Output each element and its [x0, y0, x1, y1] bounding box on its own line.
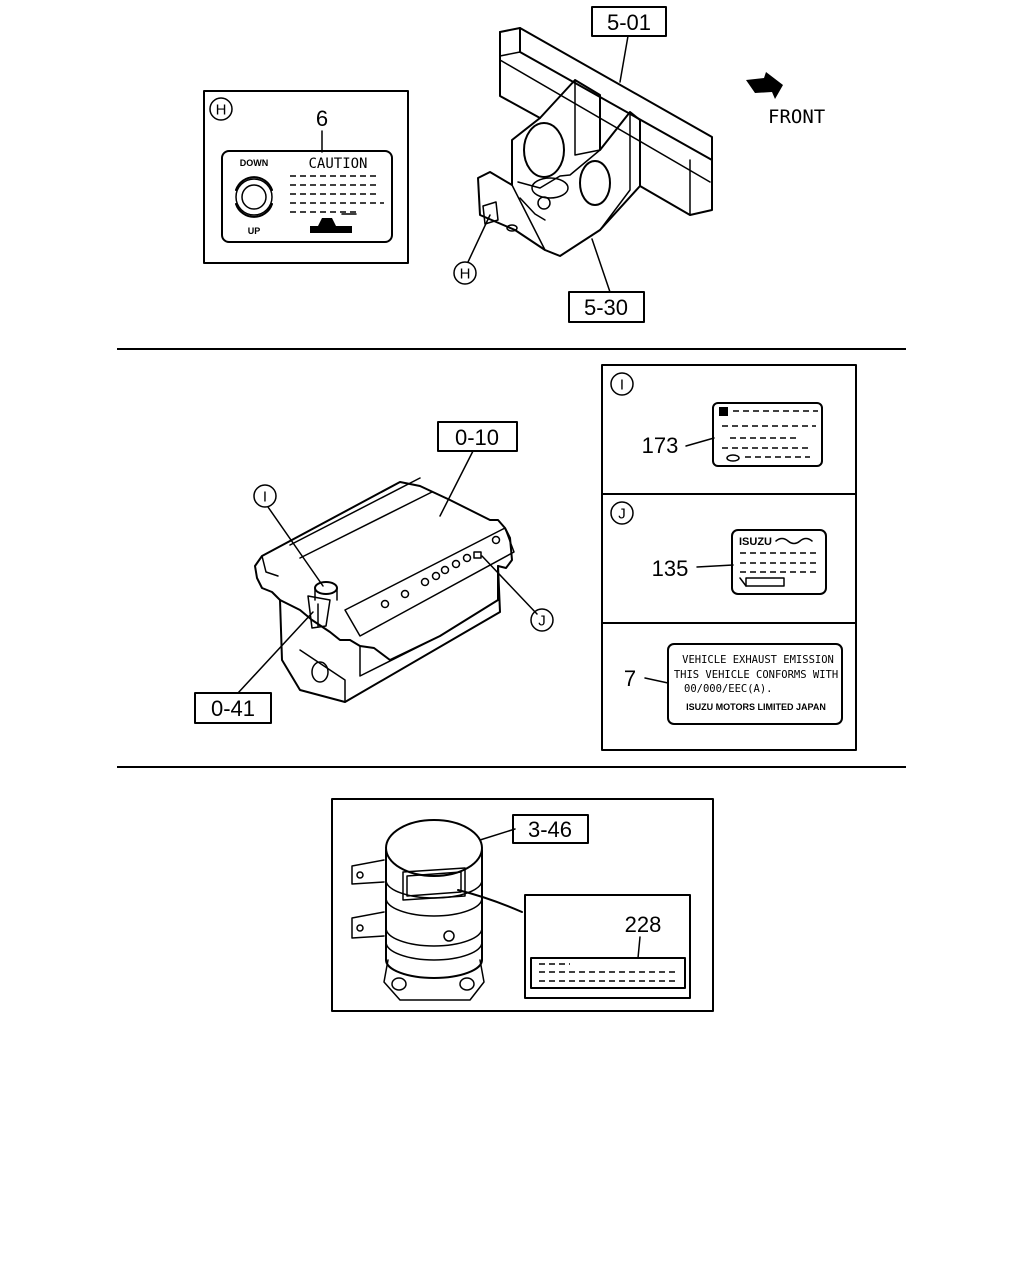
cab-tilt-icon	[310, 213, 357, 233]
marker-h-label: H	[460, 266, 471, 283]
detail-h-panel: H 6 CAUTION DOWN UP	[203, 90, 409, 264]
marker-h-leader	[467, 214, 491, 263]
callout-engine: 0-10	[437, 421, 518, 452]
detail-j-part-number: 135	[652, 556, 689, 581]
detail-228-leader	[637, 936, 641, 959]
detail-i-leader	[685, 437, 715, 447]
detail-7-leader	[644, 677, 669, 684]
detail-i-panel: I 173	[610, 372, 823, 467]
engine-block-drawing	[237, 450, 538, 703]
detail-i-marker: I	[620, 377, 624, 394]
plate-label-173	[712, 402, 823, 467]
detail-j-marker: J	[618, 506, 626, 523]
callout-engine-side: 0-41	[194, 692, 272, 724]
caution-decal	[221, 150, 393, 243]
emission-line-4: ISUZU MOTORS LIMITED JAPAN	[686, 702, 826, 712]
emission-label	[667, 643, 843, 725]
frame-top-leader	[619, 35, 629, 83]
caution-title: CAUTION	[308, 156, 367, 172]
section-frame: H 6 CAUTION DOWN UP	[203, 6, 825, 323]
detail-228-panel: 228	[524, 894, 691, 999]
caution-up-label: UP	[248, 226, 261, 236]
callout-relay: 3-46	[512, 814, 589, 844]
engine-side-callout-leader	[237, 611, 314, 694]
emission-line-3: 00/000/EEC(A).	[684, 683, 773, 695]
callout-engine-label: 0-10	[455, 425, 499, 450]
section-relay: 3-46 228	[331, 798, 714, 1012]
detail-j-panel: J 135 ISUZU	[610, 501, 827, 595]
marker-j-leader	[481, 555, 538, 615]
plate-label-135	[731, 529, 827, 595]
marker-i-label: I	[263, 489, 267, 506]
detail-i-part-number: 173	[642, 433, 679, 458]
relay-panel-frame	[331, 798, 714, 1012]
detail-228-part-number: 228	[625, 912, 662, 937]
frame-bottom-leader	[591, 238, 611, 293]
callout-frame-bottom: 5-30	[568, 291, 645, 323]
detail-7-part-number: 7	[624, 666, 636, 691]
callout-frame-top: 5-01	[591, 6, 667, 37]
emission-line-2: THIS VEHICLE CONFORMS WITH	[674, 669, 838, 681]
caution-text-lines	[290, 175, 384, 213]
detail-h-marker-circle	[209, 97, 233, 121]
relay-callout-leader	[479, 828, 516, 841]
section-engine: 0-10 0-41 I J I 173	[194, 364, 857, 751]
marker-h: H	[453, 261, 477, 285]
engine-callout-leader	[439, 450, 474, 517]
emission-line-1: VEHICLE EXHAUST EMISSION	[682, 654, 834, 666]
plate-brand: ISUZU	[739, 536, 772, 548]
detail-7-panel: 7 VEHICLE EXHAUST EMISSION THIS VEHICLE …	[624, 643, 843, 725]
callout-relay-label: 3-46	[528, 817, 572, 842]
front-direction: FRONT	[746, 72, 825, 128]
callout-frame-top-label: 5-01	[607, 10, 651, 35]
marker-i: I	[253, 484, 277, 508]
front-label: FRONT	[768, 106, 825, 128]
marker-i-leader	[267, 506, 324, 587]
marker-j: J	[530, 608, 554, 632]
detail-h-marker: H	[216, 102, 227, 119]
relay-drawing	[351, 819, 523, 1001]
detail-j-leader	[696, 564, 734, 568]
detail-h-part-number: 6	[316, 106, 328, 131]
caution-down-label: DOWN	[240, 158, 269, 168]
rotate-knob-icon	[235, 176, 273, 218]
marker-j-label: J	[538, 613, 546, 630]
front-arrow-icon	[746, 72, 783, 99]
relay-label-228	[530, 957, 686, 989]
callout-engine-side-label: 0-41	[211, 696, 255, 721]
callout-frame-bottom-label: 5-30	[584, 295, 628, 320]
detail-stack: I 173 J 135 ISUZU	[601, 364, 857, 751]
frame-bracket-drawing	[467, 27, 713, 293]
